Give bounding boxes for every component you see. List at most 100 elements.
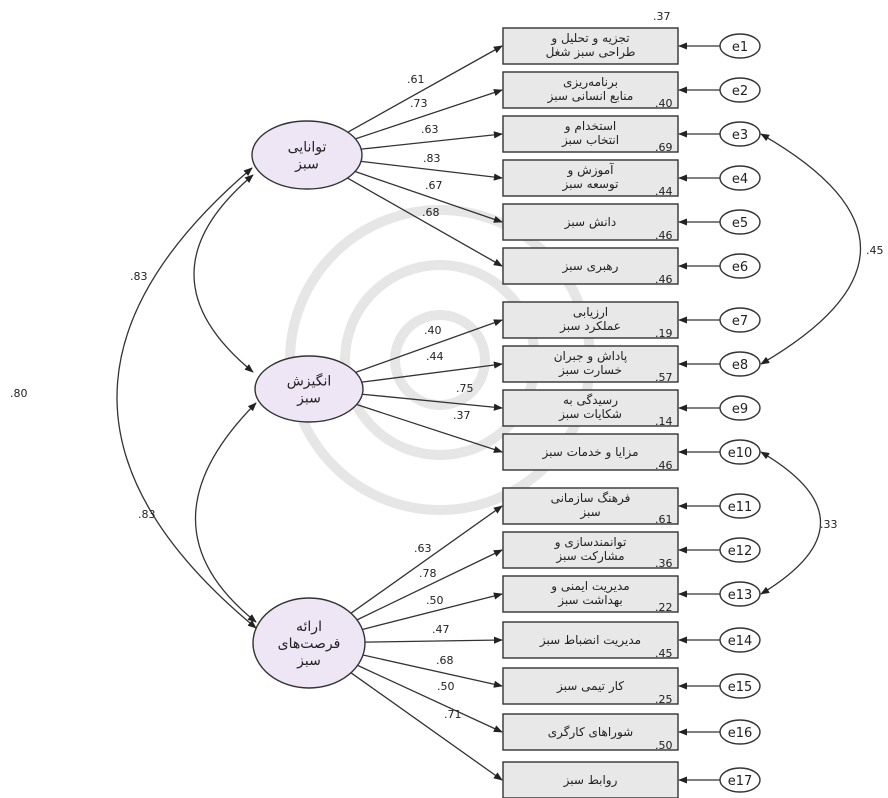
error-label: e3: [732, 128, 748, 143]
correlation-value: .83: [138, 508, 156, 521]
indicator-rect: [502, 159, 679, 197]
indicator-label: تجزیه و تحلیل و: [550, 31, 629, 46]
factor-loading-arrow: [356, 549, 503, 621]
factor-loading-arrow: [361, 131, 503, 150]
error-term: [719, 307, 761, 333]
factor-loading-value: .71: [444, 708, 462, 721]
factor-loading-value: .63: [414, 542, 432, 555]
factor-loading-arrow: [350, 672, 503, 781]
factor-loading-value: .50: [426, 594, 444, 607]
error-label: e10: [728, 446, 753, 461]
indicator-label: مدیریت ایمنی و: [550, 579, 629, 594]
indicator-rect: [502, 433, 679, 471]
indicator-label: کار تیمی سبز: [556, 679, 624, 694]
indicator-label: رهبری سبز: [562, 259, 619, 274]
latent-label: سبز: [296, 391, 321, 407]
error-label: e13: [728, 588, 753, 603]
latent-label: سبز: [296, 653, 321, 669]
indicator-label: عملکرد سبز: [559, 319, 621, 334]
error-term: [719, 581, 761, 607]
r-squared-label: .37: [653, 10, 671, 23]
indicator-rect: [502, 713, 679, 751]
correlation-ability-opportunity: [116, 167, 257, 629]
error-label: e15: [728, 680, 753, 695]
indicator-rect: [502, 115, 679, 153]
r-squared-label: .44: [655, 185, 673, 198]
correlation-curves: [116, 133, 862, 629]
factor-loading-value: .83: [423, 152, 441, 165]
error-label: e14: [728, 634, 753, 649]
indicator-rect: [502, 345, 679, 383]
r-squared-label: .14: [655, 415, 673, 428]
r-squared-label: .46: [655, 459, 673, 472]
r-squared-label: .22: [655, 601, 673, 614]
factor-loading-arrow: [356, 403, 503, 453]
covariance-value: .45: [866, 244, 884, 257]
covariance-e10-e13: [760, 451, 822, 595]
correlation-ability-motivation: [193, 174, 254, 373]
error-label: e16: [728, 726, 753, 741]
r-squared-label: .69: [655, 141, 673, 154]
indicator-label: خسارت سبز: [558, 363, 622, 378]
factor-loading-value: .73: [410, 97, 428, 110]
r-squared-label: .40: [655, 97, 673, 110]
indicator-label: ارزیابی: [573, 305, 608, 320]
factor-loading-arrow: [355, 319, 503, 373]
r-squared-label: .50: [655, 739, 673, 752]
correlation-value: .80: [10, 387, 28, 400]
error-label: e5: [732, 216, 748, 231]
covariance-value: .33: [820, 518, 838, 531]
factor-loading-arrow: [350, 505, 503, 614]
indicator-box: شوراهای کارگری.50: [502, 713, 679, 752]
error-term: [719, 395, 761, 421]
indicator-rect: [502, 27, 679, 65]
r-squared-label: .19: [655, 327, 673, 340]
factor-loading-arrow: [362, 592, 503, 631]
factor-loading-arrow: [364, 636, 503, 644]
indicator-rect: [502, 301, 679, 339]
indicator-label: شکایات سبز: [558, 407, 622, 422]
latent-green-ability: [251, 120, 363, 190]
indicator-label: سبز: [579, 505, 600, 520]
r-squared-label: .25: [655, 693, 673, 706]
factor-loading-value: .67: [425, 179, 443, 192]
coefficient-labels: .61.73.63.83.67.68.40.44.75.37.63.78.50.…: [10, 73, 884, 721]
error-term: [719, 493, 761, 519]
factor-loading-arrow: [355, 89, 503, 140]
error-term: [719, 537, 761, 563]
indicator-label: پاداش و جبران: [554, 349, 628, 364]
indicator-label: دانش سبز: [564, 215, 616, 230]
factor-loading-arrow: [347, 45, 503, 133]
indicator-label: مزایا و خدمات سبز: [541, 445, 638, 460]
error-term: [719, 33, 761, 59]
indicator-rect: [502, 247, 679, 285]
error-label: e8: [732, 358, 748, 373]
indicator-rect: [502, 621, 679, 659]
factor-loading-arrow: [362, 393, 503, 411]
indicator-box: روابط سبز: [502, 761, 679, 798]
factor-loading-arrow: [361, 361, 503, 383]
factor-loading-arrow: [357, 664, 503, 733]
error-term: [719, 253, 761, 279]
indicator-rect: [502, 761, 679, 798]
factor-loading-arrow: [354, 170, 503, 223]
indicator-box: مزایا و خدمات سبز .46: [502, 433, 679, 472]
error-term: [719, 209, 761, 235]
indicator-label: توسعه سبز: [562, 177, 619, 192]
indicator-label: رسیدگی به: [563, 393, 618, 408]
r-squared-label: .45: [655, 647, 673, 660]
indicator-label: آموزش و: [566, 162, 614, 178]
error-label: e4: [732, 172, 748, 187]
indicator-label: مشارکت سبز: [555, 549, 624, 564]
factor-loading-value: .40: [424, 324, 442, 337]
r-squared-label: .46: [655, 229, 673, 242]
